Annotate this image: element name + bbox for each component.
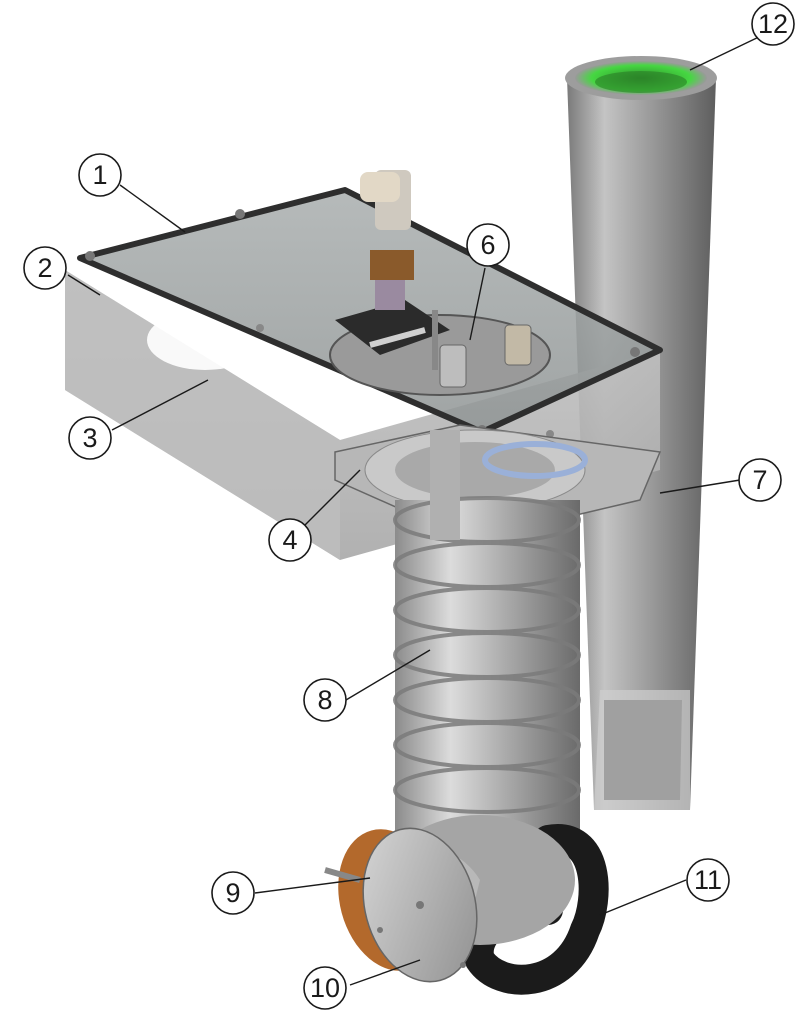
leader-1 bbox=[119, 184, 186, 233]
leader-7 bbox=[659, 479, 741, 494]
callout-7: 7 bbox=[738, 458, 782, 502]
callout-12: 12 bbox=[751, 2, 795, 46]
leader-lines bbox=[67, 34, 764, 986]
leader-6 bbox=[469, 267, 486, 341]
svg-text:2: 2 bbox=[37, 253, 52, 283]
svg-text:11: 11 bbox=[694, 865, 722, 895]
svg-text:6: 6 bbox=[480, 230, 495, 260]
leader-2 bbox=[67, 274, 101, 296]
callout-9: 9 bbox=[211, 871, 255, 915]
callout-3: 3 bbox=[68, 416, 112, 460]
callout-4: 4 bbox=[268, 518, 312, 562]
callout-2: 2 bbox=[23, 246, 67, 290]
leader-4 bbox=[303, 469, 361, 527]
svg-text:3: 3 bbox=[82, 423, 97, 453]
mounting-plate bbox=[329, 170, 551, 396]
leader-12 bbox=[689, 34, 764, 71]
leader-11 bbox=[599, 879, 687, 916]
bellows bbox=[393, 430, 581, 840]
callout-11: 11 bbox=[686, 858, 730, 902]
svg-text:12: 12 bbox=[758, 9, 788, 39]
leader-9 bbox=[254, 877, 371, 894]
callout-8: 8 bbox=[303, 678, 347, 722]
svg-text:8: 8 bbox=[317, 685, 332, 715]
callout-1: 1 bbox=[78, 153, 122, 197]
leader-3 bbox=[111, 379, 209, 431]
svg-text:4: 4 bbox=[282, 525, 297, 555]
svg-text:9: 9 bbox=[225, 878, 240, 908]
leader-8 bbox=[345, 649, 431, 701]
leader-10 bbox=[349, 959, 421, 986]
svg-text:10: 10 bbox=[310, 973, 340, 1003]
callout-6: 6 bbox=[466, 223, 510, 267]
svg-text:1: 1 bbox=[92, 160, 107, 190]
callout-10: 10 bbox=[303, 966, 347, 1010]
svg-text:7: 7 bbox=[752, 465, 767, 495]
end-cap bbox=[324, 827, 478, 983]
